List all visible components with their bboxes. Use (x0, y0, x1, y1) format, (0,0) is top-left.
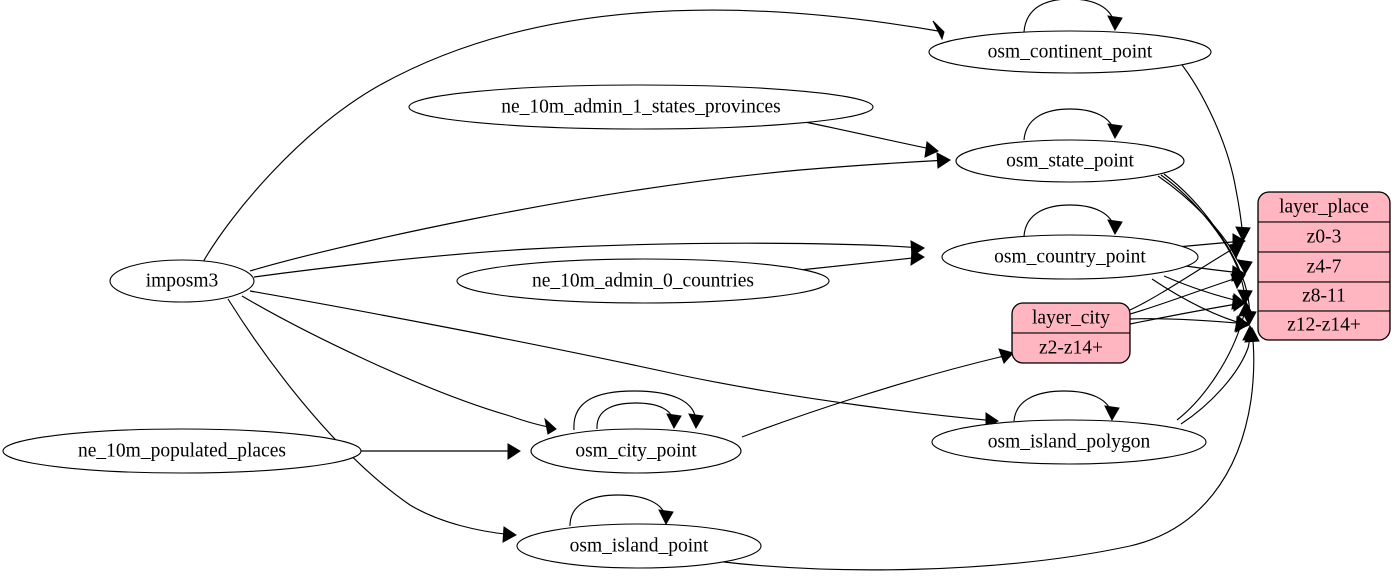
edge-osm_continent_point-to-layer_place-z0-3 (1178, 60, 1251, 243)
edge-layer_city-to-layer_place-z8-11 (1129, 295, 1246, 325)
edge-imposm3-to-osm_state_point (249, 152, 951, 272)
edge-osm_city_point-self-loop-outer (573, 390, 704, 431)
layer_place-row-0-cell[interactable] (1258, 221, 1390, 253)
edge-osm_island_point-self-loop (569, 494, 674, 527)
edge-ne_10m_admin_1_states_provinces-to-osm_state_point (794, 119, 939, 158)
edge-osm_city_point-self-loop-inner (596, 402, 682, 430)
layer-node-layer_place[interactable]: layer_place z0-3 z4-7 z8-11 z12-z14+ (1257, 191, 1391, 341)
layer_place-row-2-cell[interactable] (1258, 281, 1390, 312)
node-imposm3[interactable]: imposm3 (109, 259, 255, 303)
edge-layer_city-to-layer_place-z4-7 (1129, 273, 1246, 315)
node-osm_island_point[interactable]: osm_island_point (516, 523, 762, 569)
edge-ne_10m_populated_places-to-osm_city_point (360, 443, 521, 460)
node-ne_10m_admin_1_states_provinces[interactable]: ne_10m_admin_1_states_provinces (408, 84, 874, 130)
edge-osm_city_point-to-layer_city-z2-z14+ (741, 348, 1014, 438)
edge-osm_continent_point-self-loop (1023, 0, 1123, 33)
edge-osm_island_polygon-self-loop (1013, 390, 1120, 422)
edge-osm_island_point-to-layer_place-z12-z14+ (714, 326, 1260, 571)
edge-imposm3-to-osm_island_point (227, 298, 517, 543)
edge-osm_state_point-self-loop (1023, 108, 1123, 141)
node-osm_state_point[interactable]: osm_state_point (955, 139, 1185, 183)
layer_place-row-3-cell[interactable] (1258, 310, 1390, 340)
node-osm_island_polygon[interactable]: osm_island_polygon (931, 419, 1207, 465)
node-osm_city_point[interactable]: osm_city_point (530, 428, 742, 474)
edge-layer_city-to-layer_place-z12-z14+ (1129, 316, 1250, 333)
layer_city-title-cell (1012, 303, 1130, 334)
layer_city-outline (1011, 302, 1131, 364)
edge-imposm3-to-osm_city_point (241, 295, 557, 435)
layer_place-outline (1257, 191, 1391, 341)
layer_place-title-cell (1258, 192, 1390, 223)
edge-ne_10m_admin_0_countries-to-osm_country_point (799, 249, 925, 271)
edge-osm_country_point-self-loop (1023, 204, 1123, 237)
layer-node-layer_city[interactable]: layer_city z2-z14+ (1011, 302, 1131, 364)
edge-imposm3-to-osm_continent_point (202, 9, 945, 263)
node-osm_continent_point[interactable]: osm_continent_point (928, 30, 1212, 74)
edge-imposm3-to-osm_island_polygon (249, 290, 999, 429)
layer_city-row-0-cell[interactable] (1012, 332, 1130, 363)
node-layer: imposm3 ne_10m_admin_1_states_provinces … (2, 30, 1212, 569)
node-osm_country_point[interactable]: osm_country_point (941, 234, 1199, 280)
node-ne_10m_admin_0_countries[interactable]: ne_10m_admin_0_countries (456, 258, 830, 304)
node-ne_10m_populated_places[interactable]: ne_10m_populated_places (2, 428, 362, 474)
edge-layer_city-to-layer_place-z0-3 (1129, 242, 1244, 311)
layer_place-row-1-cell[interactable] (1258, 251, 1390, 283)
